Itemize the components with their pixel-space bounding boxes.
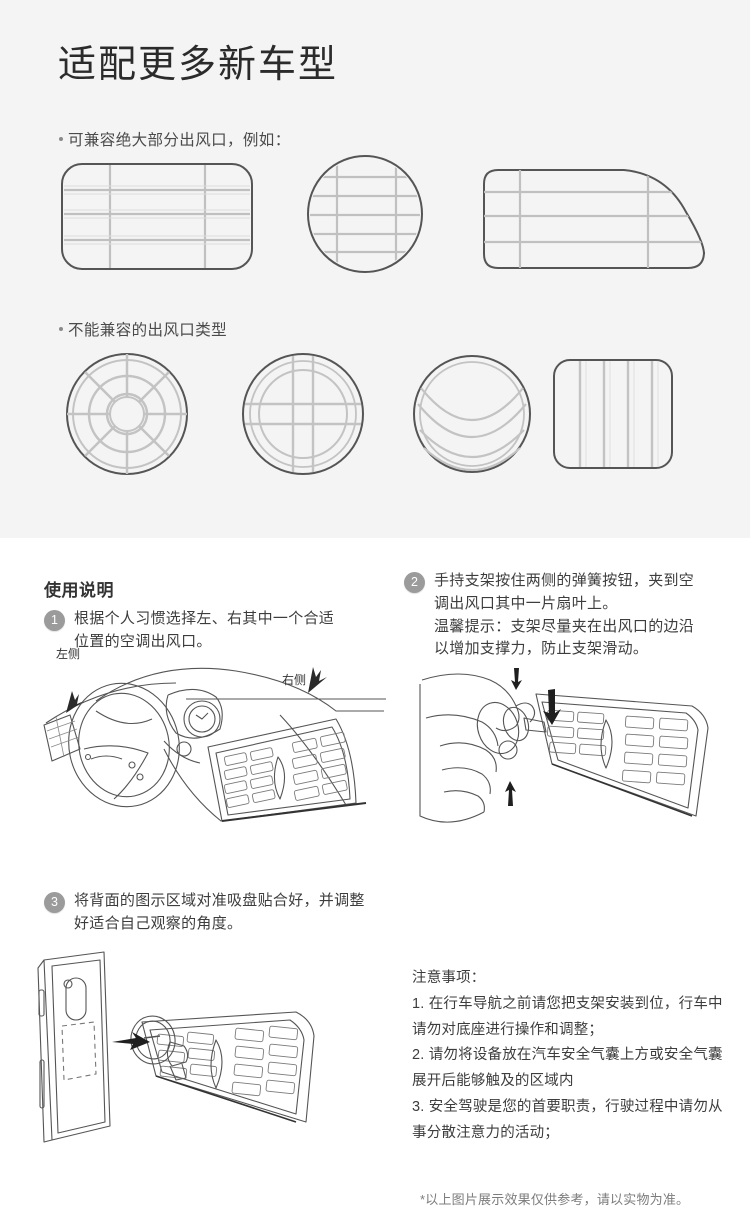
compatible-vent-row: [0, 152, 750, 282]
incompatible-vent-row: [0, 352, 750, 477]
round-vent-shape: [307, 155, 423, 273]
arc-blade-vent-shape: [413, 355, 531, 473]
hand-clip-illustration: [419, 666, 720, 851]
step-text: 根据个人习惯选择左、右其中一个合适 位置的空调出风口。: [74, 610, 335, 650]
bullet-dot-icon: [59, 137, 63, 141]
dashboard-label-left: 左侧: [56, 647, 81, 661]
instruction-step-2: 2 手持支架按住两侧的弹簧按钮，夹到空 调出风口其中一片扇叶上。 温馨提示：支架…: [404, 570, 729, 661]
step-number-badge: 1: [44, 610, 65, 631]
step-number-badge: 2: [404, 572, 425, 593]
instruction-step-1: 1 根据个人习惯选择左、右其中一个合适 位置的空调出风口。: [44, 608, 389, 654]
note-item: 3. 安全驾驶是您的首要职责，行驶过程中请勿从事分散注意力的活动；: [412, 1098, 723, 1141]
phone-mount-illustration: [30, 950, 380, 1165]
step-number-badge: 3: [44, 892, 65, 913]
bullet-dot-icon: [59, 327, 63, 331]
wedge-vent-shape: [483, 169, 705, 269]
disclaimer-text: *以上图片展示效果仅供参考，请以实物为准。: [420, 1192, 690, 1207]
usage-instructions-section: 使用说明 1 根据个人习惯选择左、右其中一个合适 位置的空调出风口。: [0, 538, 750, 1224]
incompatible-vents-label: 不能兼容的出风口类型: [59, 318, 227, 340]
radial-spoke-vent-shape: [66, 353, 188, 475]
note-item: 2. 请勿将设备放在汽车安全气囊上方或安全气囊展开后能够触及的区域内: [412, 1047, 723, 1090]
compatible-vents-label: 可兼容绝大部分出风口，例如：: [59, 128, 291, 150]
dashboard-label-right: 右侧: [282, 673, 307, 687]
dashboard-illustration: 左侧 右侧: [36, 647, 386, 838]
step-text: 将背面的图示区域对准吸盘贴合好，并调整 好适合自己观察的角度。: [74, 892, 365, 932]
instruction-step-3: 3 将背面的图示区域对准吸盘贴合好，并调整 好适合自己观察的角度。: [44, 890, 404, 936]
step-text: 手持支架按住两侧的弹簧按钮，夹到空 调出风口其中一片扇叶上。 温馨提示：支架尽量…: [434, 572, 695, 658]
pointer-arrow-icon: [66, 667, 327, 713]
page-title: 适配更多新车型: [58, 44, 339, 86]
compatibility-section: 适配更多新车型 可兼容绝大部分出风口，例如：: [0, 0, 750, 538]
notes-block: 注意事项： 1. 在行车导航之前请您把支架安装到位，行车中请勿对底座进行操作和调…: [412, 966, 730, 1147]
rounded-rect-vent-shape: [61, 163, 253, 270]
attach-arrow-icon: [112, 1032, 150, 1050]
vertical-slat-vent-shape: [553, 359, 673, 469]
press-arrow-icon: [505, 668, 561, 806]
compatible-vents-label-text: 可兼容绝大部分出风口，例如：: [68, 132, 291, 149]
instructions-heading: 使用说明: [44, 581, 114, 600]
incompatible-vents-label-text: 不能兼容的出风口类型: [68, 322, 228, 339]
notes-heading: 注意事项：: [412, 970, 486, 986]
note-item: 1. 在行车导航之前请您把支架安装到位，行车中请勿对底座进行操作和调整；: [412, 995, 723, 1038]
cross-vent-shape: [242, 353, 364, 475]
